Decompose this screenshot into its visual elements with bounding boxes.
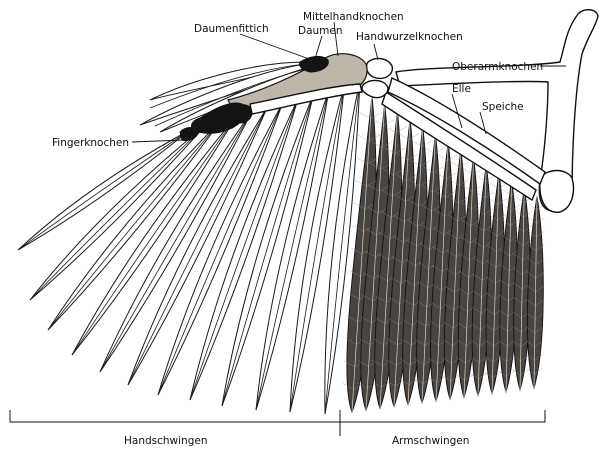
fingerknochen-bones: [180, 103, 252, 141]
label-mittelhandknochen: Mittelhandknochen: [303, 11, 404, 23]
primary-feather: [190, 98, 298, 400]
label-daumenfittich: Daumenfittich: [194, 23, 269, 35]
label-handschwingen: Handschwingen: [124, 435, 208, 447]
label-handwurzelknochen: Handwurzelknochen: [356, 31, 463, 43]
bottom-brace: [10, 410, 545, 436]
label-speiche: Speiche: [482, 101, 524, 113]
label-fingerknochen: Fingerknochen: [52, 137, 129, 149]
label-oberarmknochen: Oberarmknochen: [452, 61, 543, 73]
label-elle: Elle: [452, 83, 471, 95]
label-daumen: Daumen: [298, 25, 343, 37]
label-armschwingen: Armschwingen: [392, 435, 469, 447]
